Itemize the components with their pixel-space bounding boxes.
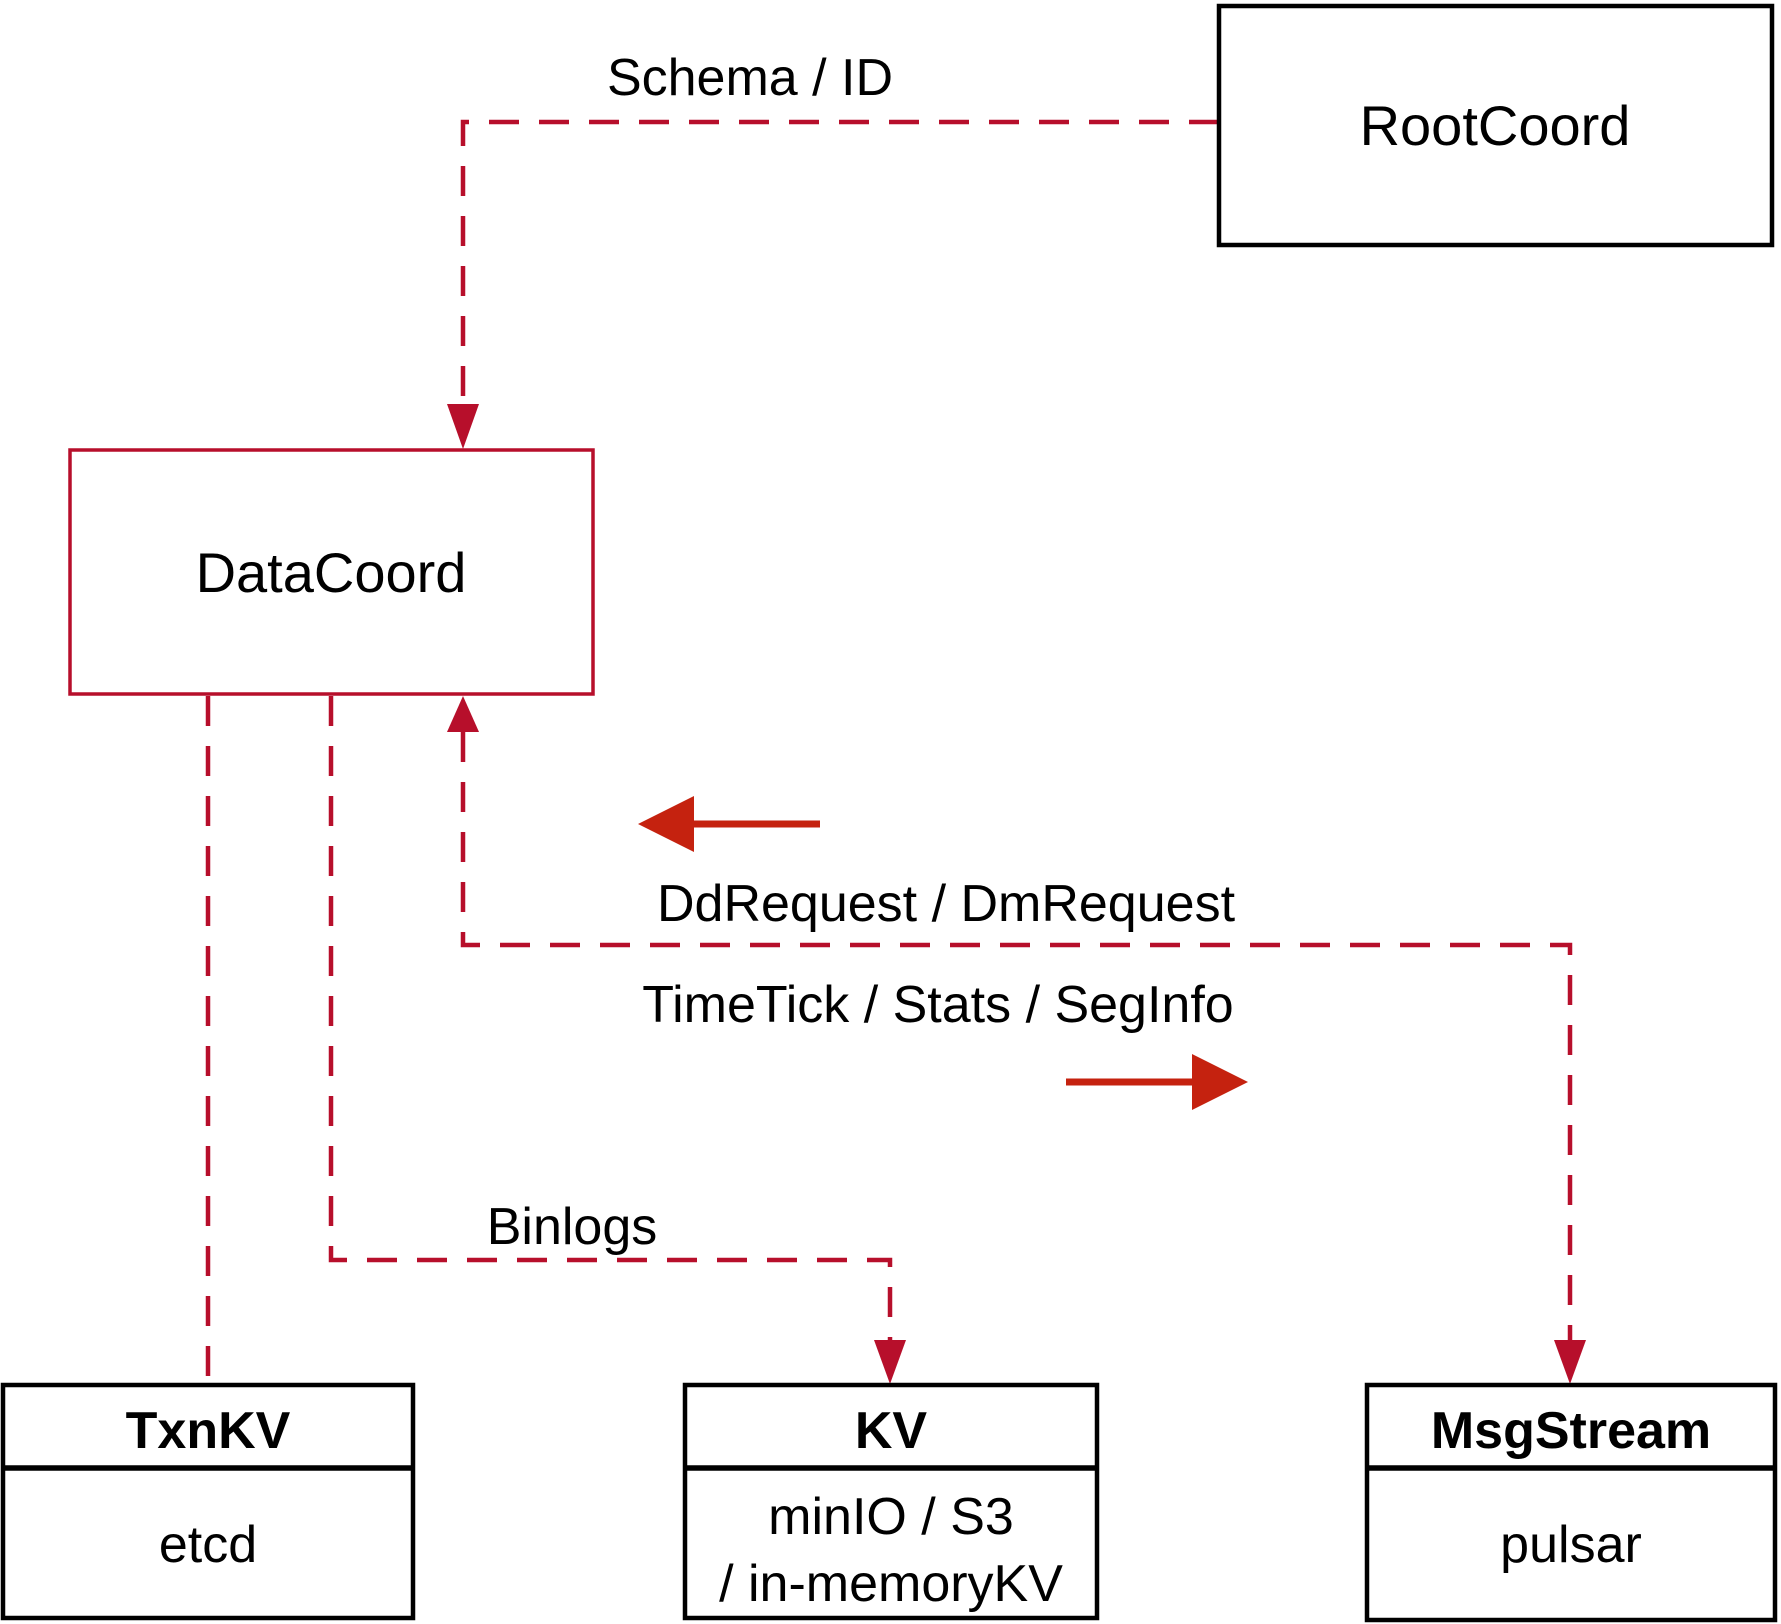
rootcoord-box <box>1216 3 1775 248</box>
arrowhead-down-kv-icon <box>874 1340 906 1384</box>
datacoord-box <box>68 448 595 696</box>
datacoord-node: DataCoord <box>68 448 595 696</box>
left-direction-arrow-head <box>638 796 694 852</box>
kv-node: KV minIO / S3 / in-memoryKV <box>682 1382 1100 1621</box>
rootcoord-node: RootCoord <box>1216 3 1775 248</box>
ddrequest-edge-label: DdRequest / DmRequest <box>657 875 1236 933</box>
edge-datacoord-to-kv: Binlogs <box>328 696 906 1384</box>
arrowhead-up-datacoord-icon <box>447 696 479 732</box>
msgstream-title: MsgStream <box>1431 1402 1711 1460</box>
kv-title: KV <box>855 1402 928 1460</box>
kv-body-line1: minIO / S3 <box>768 1488 1014 1546</box>
binlogs-edge-label: Binlogs <box>487 1198 658 1256</box>
schema-id-edge-line <box>460 119 1219 404</box>
msgstream-body: pulsar <box>1500 1516 1642 1574</box>
timetick-edge-label: TimeTick / Stats / SegInfo <box>642 976 1233 1034</box>
datacoord-label-text: DataCoord <box>196 541 467 604</box>
txnkv-title: TxnKV <box>126 1402 291 1460</box>
msgstream-box <box>1364 1382 1778 1623</box>
binlogs-edge-line <box>328 696 893 1340</box>
txnkv-node: TxnKV etcd <box>0 1382 416 1621</box>
kv-box <box>682 1382 1100 1621</box>
edge-datacoord-msgstream: DdRequest / DmRequest TimeTick / Stats /… <box>447 696 1586 1384</box>
schema-id-edge-label: Schema / ID <box>607 49 893 107</box>
rootcoord-label: RootCoord <box>1360 94 1631 157</box>
right-direction-arrow-icon <box>1066 1054 1248 1110</box>
edge-rootcoord-to-datacoord: Schema / ID <box>447 49 1219 449</box>
datacoord-label: DataCoord <box>196 541 467 604</box>
txnkv-body: etcd <box>159 1516 257 1574</box>
kv-body-line2: / in-memoryKV <box>719 1555 1063 1613</box>
right-direction-arrow-head <box>1192 1054 1248 1110</box>
arrowhead-down-msgstream-icon <box>1554 1340 1586 1384</box>
txnkv-box <box>0 1382 416 1621</box>
arrowhead-down-datacoord-icon <box>447 404 479 449</box>
datacoord-msgstream-edge-line <box>460 732 1573 1340</box>
left-direction-arrow-icon <box>638 796 820 852</box>
msgstream-node: MsgStream pulsar <box>1364 1382 1778 1623</box>
